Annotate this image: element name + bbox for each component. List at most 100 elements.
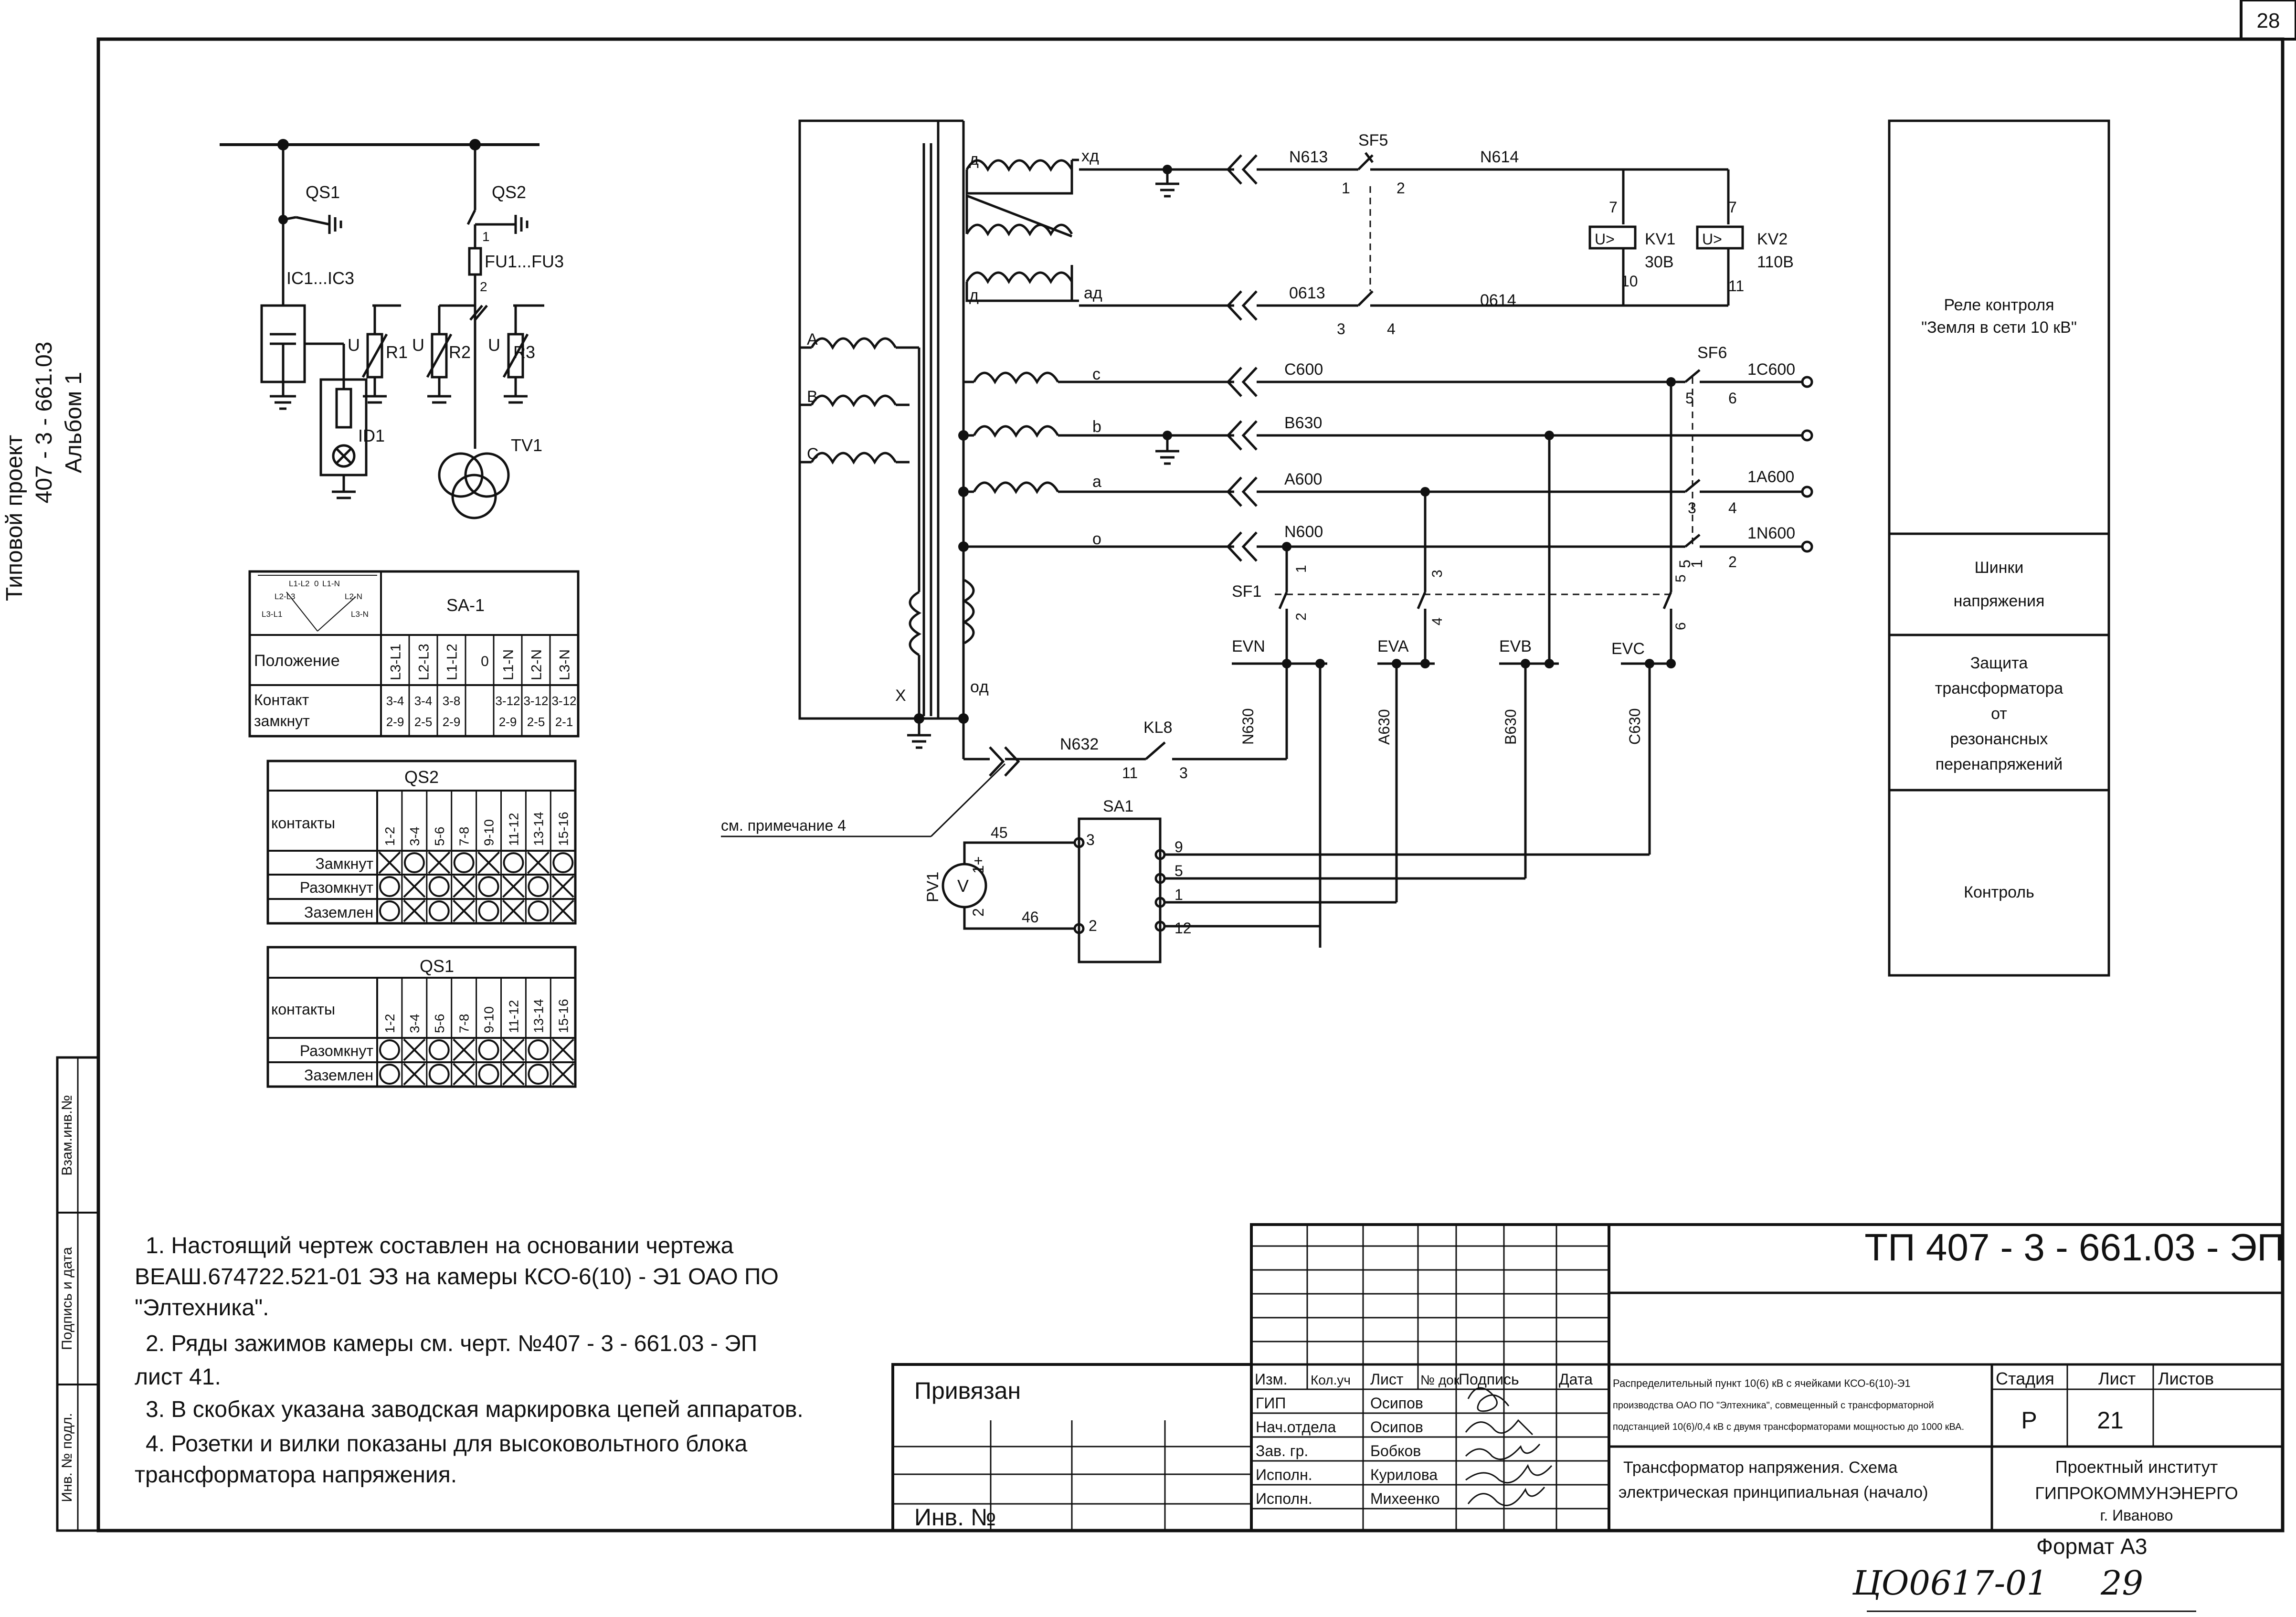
- wire-1c600: 1C600: [1747, 360, 1795, 379]
- tv-o: o: [1092, 530, 1101, 548]
- hv-fu-pin2: 2: [480, 279, 487, 294]
- tb-privyazan: Привязан: [914, 1377, 1021, 1404]
- sf1-p2: 2: [1293, 613, 1309, 621]
- sf6-p5: 5: [1685, 390, 1694, 407]
- qs1_table-mark-o: [478, 1064, 499, 1085]
- handwritten-code: ЦО0617-01: [1852, 1564, 2048, 1603]
- note-line-5: лист 41.: [135, 1364, 221, 1390]
- qs1_table-contact-6: 13-14: [531, 999, 546, 1033]
- qs2_table-mark-x: [502, 875, 525, 898]
- rc-prot-3: от: [1991, 705, 2007, 723]
- qs2_table-mark-o: [478, 900, 499, 921]
- sf5-p4: 4: [1387, 320, 1396, 338]
- hv-r2: R2: [449, 342, 471, 362]
- sa1-sym-l2l3: L2-L3: [275, 592, 295, 601]
- qs2_table-mark-o: [428, 876, 450, 897]
- qs2_table-mark-o: [403, 852, 425, 873]
- qs1_table-contact-4: 9-10: [482, 1006, 497, 1033]
- sa1-switch-name: SA1: [1103, 797, 1133, 815]
- sa1-l2: 2: [1089, 917, 1097, 934]
- sa1-contact-bot-1: 2-5: [414, 715, 433, 729]
- tb-head-dok: № док: [1420, 1373, 1460, 1387]
- tb-head-list: Лист: [1370, 1371, 1404, 1388]
- bus-evb: EVB: [1499, 637, 1532, 655]
- note-line-8: трансформатора напряжения.: [135, 1462, 457, 1488]
- vt-circuit: д д xд aд A B C X oд: [721, 119, 1813, 963]
- wire-n613: N613: [1289, 148, 1328, 166]
- sa1-r5: 5: [1174, 862, 1183, 879]
- sa1-sym-l1n: L1-N: [322, 579, 340, 588]
- sa1-position-table: L1-L2 0 L1-N L2-L3 L2-N L3-L1 L3-N SA-1 …: [248, 570, 580, 738]
- qs2_table-mark-x: [453, 899, 476, 922]
- hv-qs2: QS2: [492, 182, 526, 202]
- sf5-p2: 2: [1397, 180, 1405, 197]
- qs2_table-mark-x: [551, 899, 574, 922]
- hv-r3: R3: [513, 342, 535, 362]
- qs2_table-contact-0: 1-2: [382, 827, 397, 846]
- sf6-p5b: 5: [1676, 560, 1693, 568]
- note-line-6: 3. В скобках указана заводская маркировк…: [146, 1397, 804, 1422]
- kv1-p-top: 7: [1609, 199, 1618, 216]
- sa1-contact-top-1: 3-4: [414, 694, 433, 708]
- hv-fu: FU1...FU3: [485, 252, 564, 271]
- tb-role-1: Нач.отдела: [1256, 1418, 1336, 1436]
- bus-wire-b630: B630: [1502, 709, 1519, 745]
- qs2_table-mark-x: [403, 899, 426, 922]
- hv-r1: R1: [386, 342, 408, 362]
- rc-relay-2: "Земля в сети 10 кВ": [1921, 318, 2077, 337]
- side-inv-vzam: Взам.инв.№: [59, 1095, 75, 1175]
- sa1-position-2: L1-L2: [444, 644, 460, 680]
- sf1-name: SF1: [1232, 582, 1261, 601]
- qs1_table-mark-o: [528, 1064, 549, 1085]
- rc-relay-1: Реле контроля: [1944, 296, 2054, 314]
- qs1_table-mark-o: [379, 1064, 400, 1085]
- kv2-rating: 110В: [1757, 253, 1794, 271]
- sa1-contact-bot-4: 2-9: [499, 715, 517, 729]
- sf1-p5: 5: [1673, 574, 1689, 582]
- sa1-row-contact-a: Контакт: [254, 691, 309, 708]
- sa1-sym-0: 0: [314, 579, 318, 588]
- sf5-p1: 1: [1342, 180, 1350, 197]
- page-number-box: 28: [2240, 0, 2296, 41]
- hv-qs1: QS1: [306, 182, 340, 202]
- rc-prot-5: перенапряжений: [1936, 755, 2063, 773]
- sa1-row-contact-b: замкнут: [254, 712, 310, 729]
- tv-A: A: [807, 330, 818, 349]
- bus-evn: EVN: [1232, 637, 1265, 655]
- tb-title-1: электрическая принципиальная (начало): [1619, 1483, 1928, 1501]
- sf1-p3: 3: [1429, 570, 1445, 578]
- tb-stage: Р: [2021, 1407, 2037, 1434]
- format-label: Формат А3: [2036, 1534, 2147, 1559]
- qs2_table-mark-x: [502, 899, 525, 922]
- sf5-p3: 3: [1337, 320, 1345, 338]
- kl8-name: KL8: [1143, 719, 1173, 737]
- qs2_table-mark-o: [528, 876, 549, 897]
- qs1_table-contact-3: 7-8: [457, 1014, 472, 1033]
- qs2_table-contact-7: 15-16: [556, 812, 571, 846]
- tb-org-0: Проектный институт: [2055, 1457, 2218, 1477]
- hv-id1: ID1: [358, 426, 385, 445]
- sa1-contact-top-4: 3-12: [495, 694, 520, 708]
- sa1-sym-l3l1: L3-L1: [262, 610, 282, 619]
- tb-head-date: Дата: [1559, 1371, 1593, 1388]
- tv-c: c: [1092, 365, 1100, 383]
- tb-name-0: Осипов: [1370, 1395, 1423, 1412]
- qs2_table-mark-o: [379, 900, 400, 921]
- kl8-p11: 11: [1122, 764, 1138, 782]
- tb-title-0: Трансформатор напряжения. Схема: [1623, 1458, 1897, 1477]
- qs1-contacts-label: контакты: [271, 1001, 335, 1018]
- sa1-contact-top-6: 3-12: [551, 694, 576, 708]
- qs2_table-contact-5: 11-12: [506, 813, 521, 846]
- tb-role-4: Исполн.: [1256, 1490, 1312, 1507]
- bus-evc: EVC: [1611, 640, 1645, 658]
- tv-B: B: [807, 388, 818, 406]
- sf6-p1: 1: [1688, 560, 1705, 568]
- sa1-l3: 3: [1086, 831, 1095, 848]
- qs2_table-mark-o: [478, 876, 499, 897]
- qs1_table-mark-o: [428, 1039, 450, 1060]
- qs2_table-mark-o: [528, 900, 549, 921]
- qs1_table-mark-o: [379, 1039, 400, 1060]
- qs1_table-contact-5: 11-12: [506, 1000, 521, 1033]
- qs1_table-mark-x: [551, 1038, 574, 1061]
- qs2_table-mark-x: [428, 851, 451, 874]
